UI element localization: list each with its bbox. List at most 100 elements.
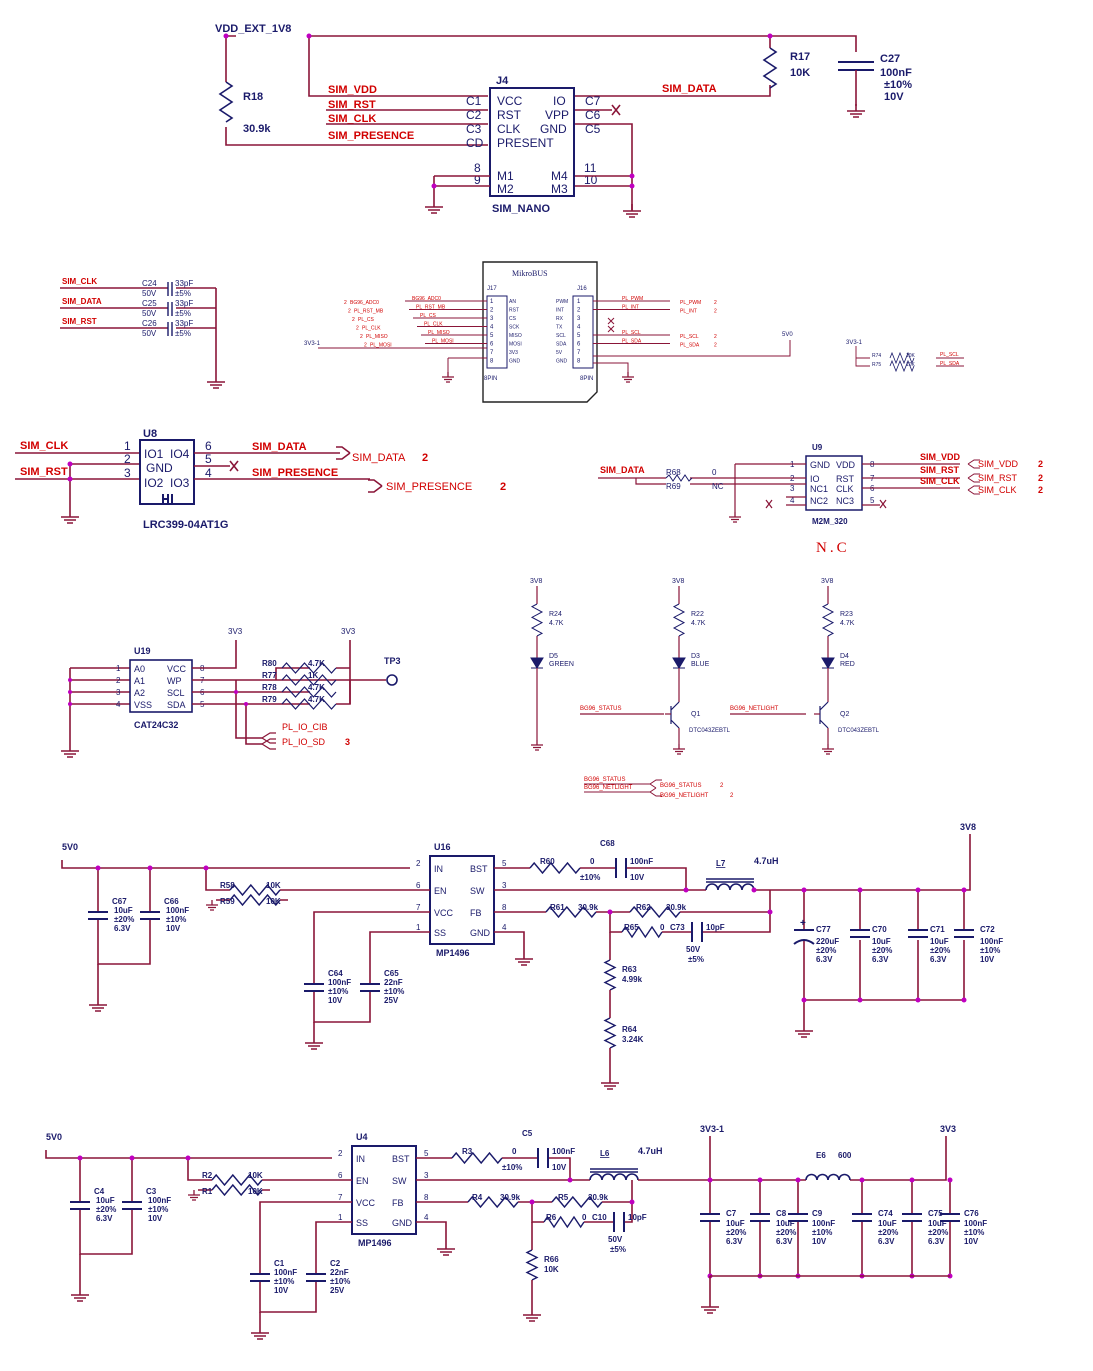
u19-rv-0: 4.7K <box>308 659 325 668</box>
u16-rlow: R63 <box>622 965 637 974</box>
u16-numl-3: 1 <box>416 923 421 932</box>
tp3-ref: TP3 <box>384 656 401 666</box>
u4-rff-val: 0 <box>582 1213 587 1222</box>
led-r-2: R23 <box>840 611 853 618</box>
j17-pin-6: 3V3 <box>509 350 518 356</box>
u16-rbot-val: 3.24K <box>622 1035 644 1044</box>
u8-pin-io1: IO1 <box>144 447 164 461</box>
u16-cvcc-3: 10V <box>328 996 343 1005</box>
j16-pin-1: INT <box>556 308 564 314</box>
vdd-ext-label: VDD_EXT_1V8 <box>215 23 291 35</box>
wire <box>638 1136 947 1181</box>
u4-cin-0-0: C4 <box>94 1187 105 1196</box>
mb-left-port-3: PL_CLK <box>362 326 381 332</box>
mb-left-net-4: PL_MISO <box>428 330 450 336</box>
u8-pin-io2: IO2 <box>144 476 164 490</box>
ground-symbol <box>70 1287 90 1302</box>
j4-pin-vcc: VCC <box>497 94 523 108</box>
resistor <box>543 1215 585 1229</box>
j16-pin-5: SDA <box>556 342 567 348</box>
u16-cout-2-0: C71 <box>930 925 945 934</box>
netlight-port-sheet: 2 <box>730 793 734 799</box>
u4-css-0: C2 <box>330 1259 341 1268</box>
pull-sda: PL_SDA <box>940 361 960 367</box>
u9-left-2: NC1 <box>810 484 828 494</box>
u8-n3: 3 <box>124 466 131 480</box>
u16-numl-0: 2 <box>416 859 421 868</box>
u16-cout-0-3: 6.3V <box>816 955 833 964</box>
u4-numr-1: 3 <box>424 1171 429 1180</box>
u16-left-3: SS <box>434 928 446 938</box>
u16-lval: 4.7uH <box>754 856 779 866</box>
led-d-1: D3 <box>691 653 700 660</box>
u4-cin-0-1: 10uF <box>96 1196 115 1205</box>
mb-left-port-0: BG96_ADC0 <box>350 300 379 306</box>
u16-cff-v2: ±5% <box>688 955 704 964</box>
capacitor <box>700 1213 720 1222</box>
u16-cff: C73 <box>670 923 685 932</box>
pull-scl: PL_SCL <box>940 352 959 358</box>
j16-num-5: 6 <box>577 342 581 348</box>
cap-net-clk: SIM_CLK <box>62 277 97 286</box>
pull-3v3: 3V3-1 <box>846 340 863 346</box>
net-sim-clk: SIM_CLK <box>328 113 376 125</box>
u4-right-2: FB <box>392 1198 404 1208</box>
u4-numl-0: 2 <box>338 1149 343 1158</box>
j16-8pin: 8PIN <box>580 376 593 382</box>
led-rv-0: 4.7K <box>549 620 564 627</box>
netlight-port: BG96_NETLIGHT <box>660 793 709 799</box>
u16-5v0: 5V0 <box>62 842 78 852</box>
q-part-2: DTC043ZEBTL <box>838 728 880 734</box>
u9-left-1: IO <box>810 474 820 484</box>
u4-cin-1-0: C3 <box>146 1187 157 1196</box>
u9-ref: U9 <box>812 443 823 452</box>
electrolytic-cap <box>793 929 815 945</box>
u16-cin-1-3: 10V <box>166 924 181 933</box>
led-diode-icon <box>672 657 686 669</box>
j4-pins: VCCRSTCLKPRESENTC1C2C3CDIOVPPGNDC7C6C5M1… <box>466 94 601 196</box>
u16-cin-0-2: ±20% <box>114 915 134 924</box>
u4-cvcc-0: C1 <box>274 1259 285 1268</box>
j4-pin-present: PRESENT <box>497 136 554 150</box>
u16-cbst-v0: 100nF <box>630 857 653 866</box>
j4-m1: M1 <box>497 169 514 183</box>
u4-cbst: C5 <box>522 1129 533 1138</box>
j17-ref: J17 <box>487 286 497 292</box>
u4-chip-box <box>351 1145 417 1235</box>
j16-pin-6: 5V <box>556 350 563 356</box>
u4-cout2-1-3: 6.3V <box>928 1237 945 1246</box>
r74-ref: R74 <box>872 353 881 359</box>
cap-volt-2: 50V <box>142 329 157 338</box>
ground-symbol <box>672 743 686 755</box>
u4-cout1-0-1: 10uF <box>726 1219 745 1228</box>
u19-r-0: R80 <box>262 659 277 668</box>
u19-left-3: VSS <box>134 700 152 710</box>
u19-rv-1: 1K <box>308 671 318 680</box>
capacitor <box>691 922 703 942</box>
u16-cout-1-3: 6.3V <box>872 955 889 964</box>
r69-val: NC <box>712 482 724 491</box>
u16-cbst-v1: ±10% <box>580 873 600 882</box>
u19-right-2: SCL <box>167 688 185 698</box>
r68-ref: R68 <box>666 468 681 477</box>
u9-numl-3: 4 <box>790 496 795 505</box>
u16-cbst-v2: 10V <box>630 873 645 882</box>
u19-numl-2: 3 <box>116 688 121 697</box>
capacitor <box>613 1212 625 1232</box>
mb-right-sheet-1: 2 <box>714 309 717 315</box>
j16-pin-4: SCL <box>556 333 566 339</box>
u4-ren-val-a: 10K <box>248 1171 263 1180</box>
u9-port-2: SIM_CLK <box>978 485 1017 495</box>
j4-n9: 9 <box>474 173 481 187</box>
wire <box>61 860 410 869</box>
wire <box>275 667 351 705</box>
ground-symbol <box>436 1241 456 1256</box>
cap-net-data: SIM_DATA <box>62 297 102 306</box>
u4-cout2-0-0: C74 <box>878 1209 893 1218</box>
mb-3v3-1: 3V3-1 <box>304 341 321 347</box>
junction <box>767 909 773 915</box>
